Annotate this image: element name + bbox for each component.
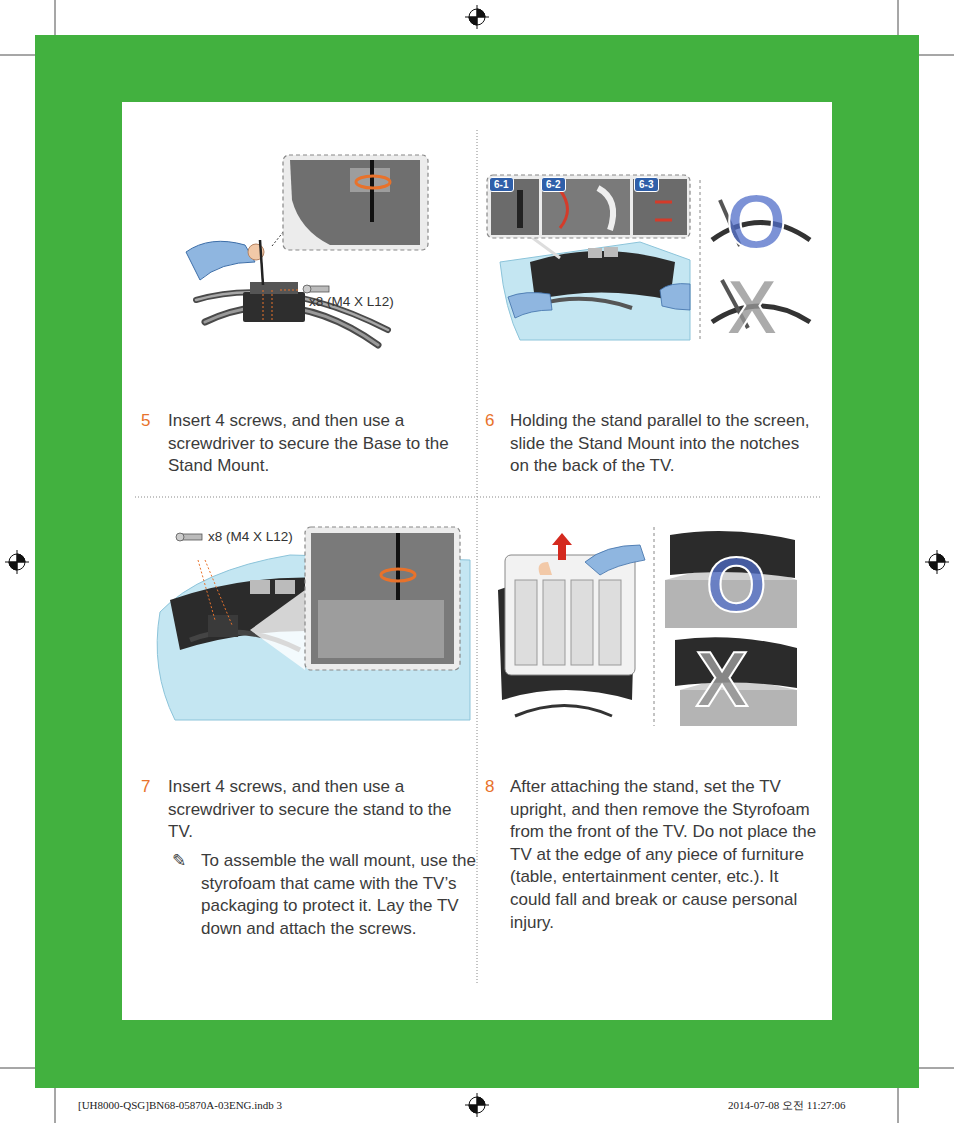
step-text: After attaching the stand, set the TV up… xyxy=(510,776,818,934)
step-number: 5 xyxy=(141,410,161,433)
step-text: Holding the stand parallel to the screen… xyxy=(510,410,818,478)
step-text: Insert 4 screws, and then use a screwdri… xyxy=(168,410,476,478)
callout-number: 6-2 xyxy=(546,178,561,191)
footer-file: [UH8000-QSG]BN68-05870A-03ENG.indb 3 xyxy=(78,1099,378,1112)
callout-number: 6-3 xyxy=(639,178,654,191)
note-symbol: ✎ xyxy=(172,850,194,873)
step-text: Insert 4 screws, and then use a screwdri… xyxy=(168,776,476,844)
note-text: To assemble the wall mount, use the styr… xyxy=(201,850,476,940)
step-number: 6 xyxy=(485,410,505,433)
screw-count: x8 (M4 X L12) xyxy=(309,294,419,310)
screw-count: x8 (M4 X L12) xyxy=(208,529,318,545)
callout-badge: 6-2 xyxy=(541,177,566,192)
callout-badge: 6-3 xyxy=(634,177,659,192)
wrong-mark: X xyxy=(726,268,796,346)
correct-mark: O xyxy=(706,545,776,623)
wrong-mark: X xyxy=(696,640,766,718)
step-number: 8 xyxy=(485,776,505,799)
step-number: 7 xyxy=(141,776,161,799)
callout-number: 6-1 xyxy=(494,178,509,191)
callout-badge: 6-1 xyxy=(489,177,514,192)
footer-date: 2014-07-08 오전 11:27:06 xyxy=(728,1099,888,1112)
correct-mark: O xyxy=(726,182,796,260)
